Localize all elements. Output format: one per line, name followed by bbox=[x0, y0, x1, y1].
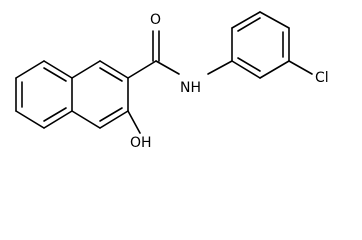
chlorophenyl-ring bbox=[231, 11, 290, 79]
chlorine-label: Cl bbox=[315, 70, 329, 86]
chemical-structure-diagram: O NH Cl OH bbox=[15, 11, 329, 151]
hydroxyl-bond bbox=[127, 110, 141, 134]
chlorine-bond bbox=[288, 60, 313, 75]
carbonyl-oxygen-label: O bbox=[150, 12, 161, 28]
structure-canvas: O NH Cl OH bbox=[15, 11, 329, 151]
naphthalene-right-ring bbox=[71, 60, 129, 129]
amide-nitrogen-label: NH bbox=[180, 80, 201, 96]
amide-group bbox=[127, 30, 233, 79]
naphthalene-left-ring bbox=[15, 60, 73, 129]
hydroxyl-label: OH bbox=[130, 135, 152, 151]
